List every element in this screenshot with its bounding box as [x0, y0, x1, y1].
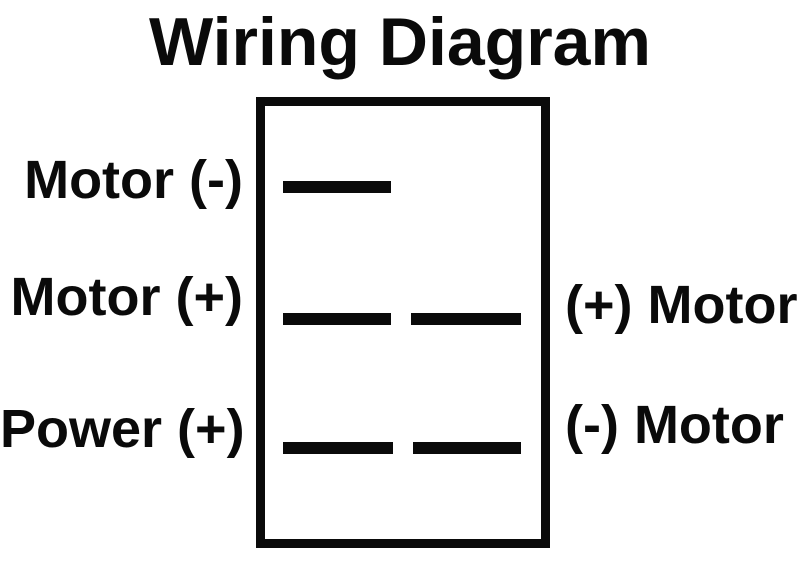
label-negative-motor: (-) Motor [565, 395, 784, 455]
label-motor-positive: Motor (+) [10, 267, 243, 327]
terminal-bar-bottom-left [283, 442, 393, 454]
terminal-bar-middle-left [283, 313, 391, 325]
diagram-title: Wiring Diagram [149, 4, 651, 80]
terminal-bar-bottom-right [413, 442, 521, 454]
terminal-bar-top-left [283, 181, 391, 193]
label-motor-negative: Motor (-) [24, 150, 243, 210]
label-power-positive: Power (+) [0, 399, 245, 459]
label-positive-motor: (+) Motor [565, 275, 798, 335]
terminal-bar-middle-right [411, 313, 521, 325]
